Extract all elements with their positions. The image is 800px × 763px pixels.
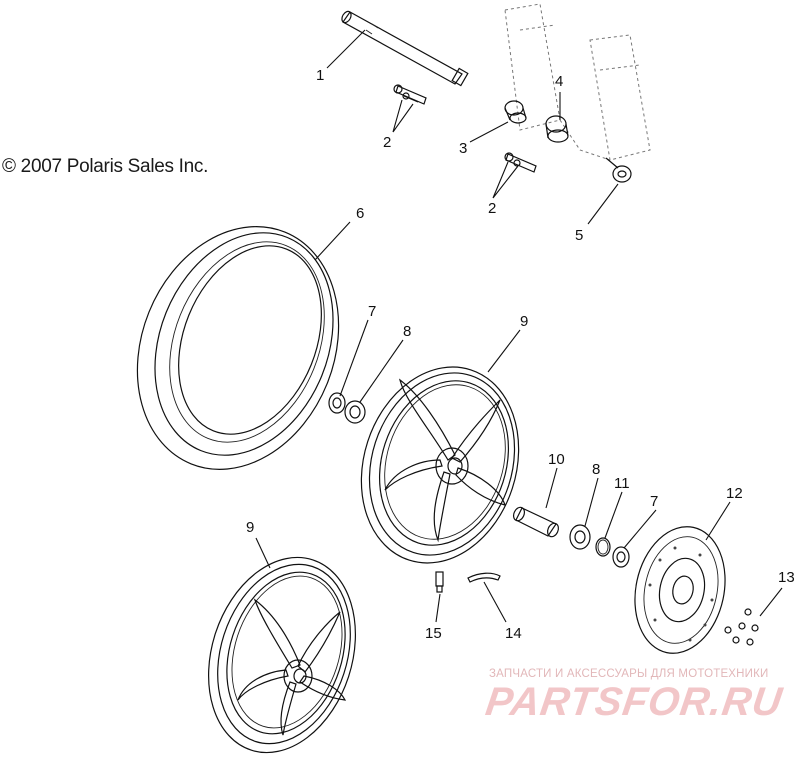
- leader-lines: [255, 29, 783, 623]
- spacer-3: [504, 100, 527, 124]
- callout-9-lower: 9: [246, 519, 254, 536]
- wheel-spacer: [512, 506, 560, 538]
- callout-2-upper: 2: [383, 134, 391, 151]
- callout-labels: 1 2 3 4 2 5 6 7 8 9 10 8 11 7 12 13 9 15…: [246, 67, 795, 642]
- callout-12: 12: [726, 485, 743, 502]
- spacer-4: [545, 115, 569, 143]
- brake-disc: [634, 526, 726, 654]
- callout-9-upper: 9: [520, 313, 528, 330]
- axle-nut: [605, 157, 632, 183]
- callout-4: 4: [555, 73, 563, 90]
- valve-stem: [435, 571, 444, 593]
- disc-bolts: [724, 608, 759, 646]
- callout-7-left: 7: [368, 303, 376, 320]
- seal-right: [569, 524, 591, 550]
- watermark-logo: PARTSFOR.RU: [482, 680, 786, 724]
- cast-wheel-upper: [360, 366, 520, 564]
- callout-6: 6: [356, 205, 364, 222]
- tire: [136, 226, 340, 470]
- callout-8-right: 8: [592, 461, 600, 478]
- callout-2-lower: 2: [488, 200, 496, 217]
- pinch-bolts-lower: [504, 152, 537, 173]
- callout-14: 14: [505, 625, 522, 642]
- cast-wheel-lower: [208, 556, 356, 754]
- pinch-bolts-upper: [393, 84, 427, 105]
- callout-10: 10: [548, 451, 565, 468]
- fork-leg-outline: [504, 3, 651, 161]
- callout-15: 15: [425, 625, 442, 642]
- callout-1: 1: [316, 67, 324, 84]
- copyright-text: © 2007 Polaris Sales Inc.: [2, 156, 209, 177]
- callout-3: 3: [459, 140, 467, 157]
- callout-11: 11: [614, 475, 630, 492]
- callout-5: 5: [575, 227, 583, 244]
- callout-7-right: 7: [650, 493, 658, 510]
- bearing-seal-left: [328, 392, 366, 424]
- bearing-right: [612, 546, 630, 568]
- balance-weight: [467, 572, 501, 583]
- front-axle: [341, 10, 469, 87]
- watermark-subtitle: ЗАПЧАСТИ И АКСЕССУАРЫ ДЛЯ МОТОТЕХНИКИ: [489, 668, 769, 680]
- callout-13: 13: [778, 569, 795, 586]
- callout-8-left: 8: [403, 323, 411, 340]
- snap-ring: [595, 537, 611, 557]
